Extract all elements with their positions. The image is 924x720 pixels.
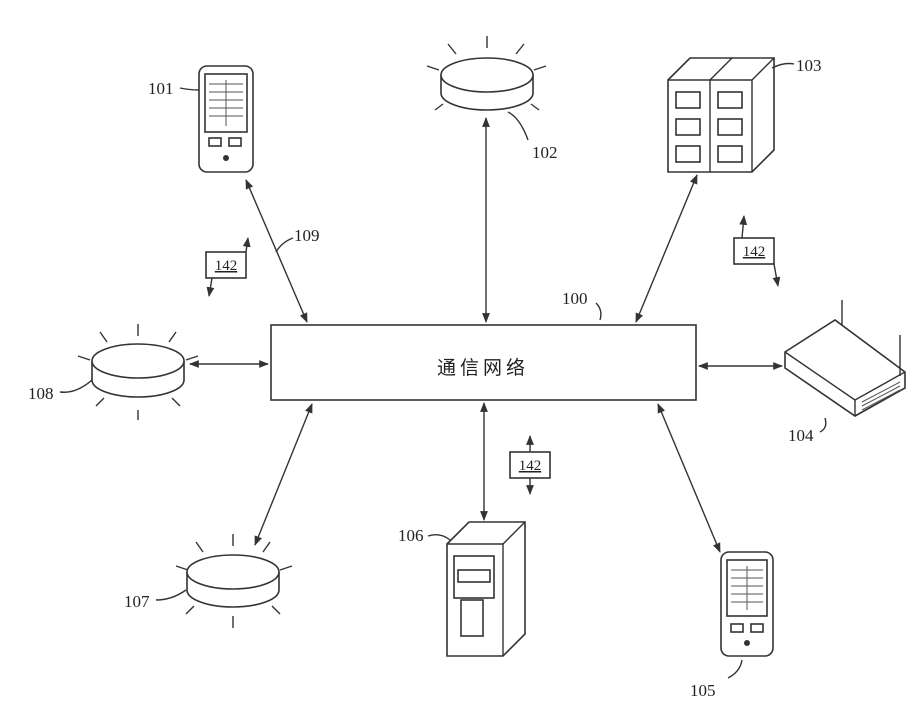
device-101-handheld: 101: [148, 66, 253, 172]
badge-142-bottom-text: 142: [519, 458, 542, 474]
link-103: [636, 175, 697, 322]
device-107-disc: 107: [124, 534, 292, 628]
device-103-ref: 103: [796, 56, 822, 75]
ref-100-callout: 100: [562, 289, 601, 320]
badge-142-right-text: 142: [743, 244, 766, 260]
ref-109-callout: 109: [276, 226, 320, 252]
device-102-ref: 102: [532, 143, 558, 162]
network-label: 通信网络: [437, 357, 529, 379]
device-103-server: 103: [668, 56, 822, 172]
device-107-ref: 107: [124, 592, 150, 611]
communication-network-box: 通信网络: [271, 325, 696, 400]
device-108-ref: 108: [28, 384, 54, 403]
link-107: [255, 404, 312, 545]
device-104-ref: 104: [788, 426, 814, 445]
device-102-disc: 102: [427, 36, 558, 162]
device-106-ref: 106: [398, 526, 424, 545]
device-105-ref: 105: [690, 681, 716, 700]
link-105: [658, 404, 720, 552]
device-105-handheld: 105: [690, 552, 773, 700]
badge-142-bottom: 142: [510, 436, 550, 494]
network-ref-label: 100: [562, 289, 588, 308]
badge-142-left: 142: [206, 238, 248, 296]
device-108-disc: 108: [28, 324, 198, 420]
badge-142-right: 142: [734, 216, 778, 286]
device-106-terminal: 106: [398, 522, 525, 656]
link-ref-label: 109: [294, 226, 320, 245]
badge-142-left-text: 142: [215, 258, 238, 274]
device-101-ref: 101: [148, 79, 174, 98]
device-104-router: 104: [785, 300, 905, 445]
